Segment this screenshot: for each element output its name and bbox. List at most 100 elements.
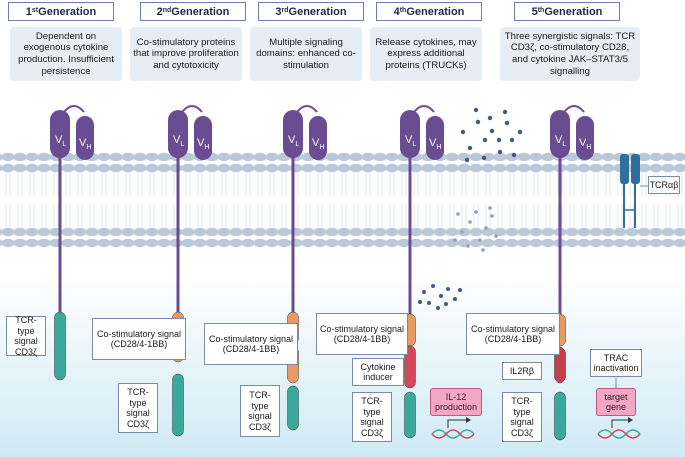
- lipid-head: [25, 227, 39, 237]
- lipid-head: [253, 152, 267, 162]
- lipid-head: [73, 163, 87, 173]
- cytokine-dot: [511, 152, 517, 158]
- lipid-head: [277, 163, 291, 173]
- lipid-head: [505, 227, 519, 237]
- lipid-head: [133, 227, 147, 237]
- tcr-alpha-chain: [620, 154, 629, 184]
- lipid-head: [313, 227, 327, 237]
- lipid-head: [241, 238, 255, 248]
- lipid-head: [109, 238, 123, 248]
- gen3-description: Multiple signaling domains: enhanced co-…: [250, 27, 362, 81]
- lipid-head: [517, 163, 531, 173]
- lipid-head: [157, 238, 171, 248]
- lipid-head: [505, 238, 519, 248]
- lipid-head: [349, 152, 363, 162]
- lipid-head: [637, 238, 651, 248]
- lipid-head: [661, 163, 675, 173]
- lipid-head: [349, 163, 363, 173]
- lipid-head: [205, 227, 219, 237]
- lipid-head: [469, 163, 483, 173]
- cytokine-dot-intracellular: [436, 306, 440, 310]
- lipid-head: [265, 163, 279, 173]
- lipid-head: [493, 238, 507, 248]
- cytokine-dot: [517, 129, 523, 135]
- lipid-head: [373, 227, 387, 237]
- lipid-head: [481, 238, 495, 248]
- gen1-vl-sub: L: [62, 141, 66, 148]
- lipid-head: [541, 152, 555, 162]
- lipid-head: [61, 238, 75, 248]
- gen4-vh-domain: [426, 116, 444, 160]
- gen2-vl-domain: [168, 110, 188, 158]
- tcr-ab-label: TCRαβ: [648, 176, 680, 194]
- lipid-head: [337, 152, 351, 162]
- lipid-head: [589, 227, 603, 237]
- lipid-head: [277, 238, 291, 248]
- cytokine-dot-membrane: [460, 230, 464, 234]
- cytokine-dot: [473, 107, 479, 113]
- lipid-head: [421, 163, 435, 173]
- lipid-head: [229, 238, 243, 248]
- lipid-head: [193, 227, 207, 237]
- lipid-head: [217, 238, 231, 248]
- lipid-head: [445, 227, 459, 237]
- lipid-head: [577, 163, 591, 173]
- lipid-head: [493, 227, 507, 237]
- lipid-head: [217, 152, 231, 162]
- cytokine-dot-intracellular: [418, 300, 422, 304]
- lipid-head: [397, 238, 411, 248]
- lipid-head: [373, 152, 387, 162]
- gen3-vl-text: VL: [288, 134, 299, 148]
- lipid-head: [217, 163, 231, 173]
- lipid-head: [457, 227, 471, 237]
- cytokine-dot-membrane: [490, 214, 494, 218]
- lipid-head: [481, 227, 495, 237]
- lipid-head: [241, 227, 255, 237]
- il12-production-box: IL-12 production: [430, 388, 482, 416]
- lipid-head: [373, 238, 387, 248]
- lipid-head: [337, 163, 351, 173]
- lipid-head: [61, 227, 75, 237]
- gen2-vh-sub: H: [204, 144, 209, 151]
- tcr-ab-complex: [620, 154, 648, 228]
- gen4-cytokine-inducer-domain: [404, 345, 416, 389]
- gen1-vh-sub: H: [86, 144, 91, 151]
- lipid-head: [637, 227, 651, 237]
- lipid-head: [661, 152, 675, 162]
- lipid-head: [517, 227, 531, 237]
- lipid-head: [409, 238, 423, 248]
- gen4-cytokine-inducer-label: Cytokine inducer: [352, 358, 404, 386]
- lipid-head: [325, 152, 339, 162]
- gen4-vl-text: VL: [405, 134, 416, 148]
- gen2-vl-sub: L: [180, 141, 184, 148]
- lipid-head: [505, 163, 519, 173]
- lipid-head: [481, 163, 495, 173]
- gen2-vl-text: VL: [173, 134, 184, 148]
- lipid-head: [97, 152, 111, 162]
- gen2-cd3z-domain: [172, 373, 184, 437]
- lipid-head: [181, 227, 195, 237]
- lipid-head: [1, 152, 15, 162]
- lipid-head: [541, 227, 555, 237]
- target-arrowhead: [628, 417, 633, 423]
- lipid-head: [73, 238, 87, 248]
- lipid-head: [85, 227, 99, 237]
- lipid-head: [0, 153, 3, 161]
- gen4-vh-sub: H: [436, 144, 441, 151]
- lipid-head: [1, 238, 15, 248]
- lipid-head: [589, 163, 603, 173]
- lipid-head: [145, 238, 159, 248]
- gen3-vl-sub: L: [295, 141, 299, 148]
- lipid-head: [325, 227, 339, 237]
- gen1-cd3z-label: TCR-type signal CD3ζ: [6, 315, 46, 357]
- lipid-head: [73, 227, 87, 237]
- lipid-head: [349, 227, 363, 237]
- gen5-il2rb-label: IL2Rβ: [502, 362, 542, 380]
- gen5-linker: [563, 105, 585, 113]
- cytokine-dot-membrane: [488, 206, 492, 210]
- lipid-head: [25, 152, 39, 162]
- cytokine-dot: [502, 109, 508, 115]
